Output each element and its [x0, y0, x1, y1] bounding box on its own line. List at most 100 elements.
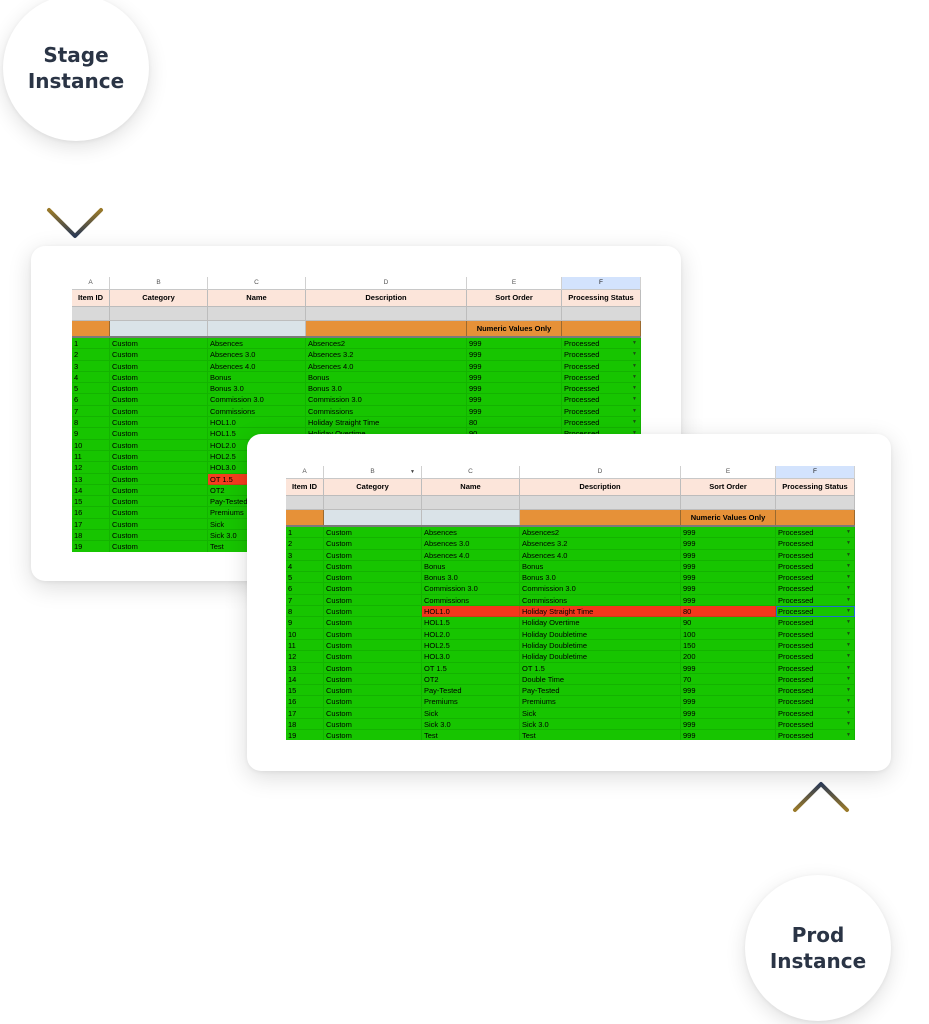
cell-item-id[interactable]: 16 [72, 507, 110, 519]
dropdown-caret-icon[interactable]: ▼ [846, 732, 851, 739]
cell-name[interactable]: Absences 4.0 [422, 549, 520, 561]
filter-cell[interactable] [72, 307, 110, 321]
filter-dropdown-icon[interactable]: ▼ [410, 469, 415, 475]
cell-description[interactable]: Bonus [520, 560, 681, 573]
cell-sort-order[interactable]: 80 [681, 606, 776, 618]
filter-cell[interactable] [467, 307, 562, 321]
cell-description[interactable]: Absences 3.2 [306, 349, 467, 361]
dropdown-caret-icon[interactable]: ▼ [846, 619, 851, 626]
cell-name[interactable]: Premiums [422, 696, 520, 708]
cell-category[interactable]: Custom [324, 583, 422, 595]
status-dropdown[interactable]: Processed▼ [562, 394, 641, 406]
cell-sort-order[interactable]: 80 [467, 417, 562, 429]
rules-cell[interactable] [520, 510, 681, 525]
dropdown-caret-icon[interactable]: ▼ [632, 396, 637, 403]
dropdown-caret-icon[interactable]: ▼ [846, 641, 851, 648]
cell-category[interactable]: Custom [324, 673, 422, 686]
dropdown-caret-icon[interactable]: ▼ [846, 562, 851, 569]
filter-cell[interactable] [520, 496, 681, 510]
cell-description[interactable]: Premiums [520, 696, 681, 708]
cell-description[interactable]: Absences 3.2 [520, 538, 681, 550]
status-dropdown[interactable]: Processed▼ [776, 651, 855, 663]
dropdown-caret-icon[interactable]: ▼ [632, 419, 637, 426]
cell-category[interactable]: Custom [110, 507, 208, 519]
cell-item-id[interactable]: 19 [286, 730, 324, 740]
cell-category[interactable]: Custom [110, 450, 208, 463]
cell-description[interactable]: Holiday Doubletime [520, 628, 681, 640]
cell-name[interactable]: Absences [422, 527, 520, 539]
cell-sort-order[interactable]: 100 [681, 628, 776, 640]
cell-description[interactable]: Sick [520, 707, 681, 720]
dropdown-caret-icon[interactable]: ▼ [846, 687, 851, 694]
rules-cell[interactable] [422, 510, 520, 525]
cell-sort-order[interactable]: 999 [681, 696, 776, 708]
cell-category[interactable]: Custom [324, 527, 422, 539]
status-dropdown[interactable]: Processed▼ [776, 707, 855, 720]
dropdown-caret-icon[interactable]: ▼ [632, 428, 637, 438]
cell-description[interactable]: Pay-Tested [520, 685, 681, 697]
cell-item-id[interactable]: 1 [286, 527, 324, 539]
cell-name[interactable]: HOL2.0 [422, 628, 520, 640]
status-dropdown[interactable]: Processed▼ [776, 549, 855, 561]
cell-sort-order[interactable]: 999 [681, 719, 776, 731]
cell-category[interactable]: Custom [110, 496, 208, 508]
status-dropdown[interactable]: Processed▼ [776, 628, 855, 640]
column-letter-a[interactable]: A [286, 466, 324, 479]
cell-item-id[interactable]: 3 [72, 360, 110, 372]
cell-item-id[interactable]: 8 [72, 417, 110, 429]
cell-sort-order[interactable]: 999 [681, 707, 776, 720]
column-letter-f[interactable]: F [776, 466, 855, 479]
cell-item-id[interactable]: 7 [72, 405, 110, 418]
cell-category[interactable]: Custom [324, 549, 422, 561]
rules-cell[interactable] [562, 321, 641, 336]
cell-sort-order[interactable]: 999 [681, 560, 776, 573]
cell-item-id[interactable]: 4 [286, 560, 324, 573]
rules-cell[interactable] [286, 510, 324, 525]
cell-category[interactable]: Custom [324, 560, 422, 573]
cell-name[interactable]: HOL1.0 [422, 606, 520, 618]
cell-category[interactable]: Custom [110, 428, 208, 440]
cell-category[interactable]: Custom [324, 685, 422, 697]
cell-name[interactable]: Sick [422, 707, 520, 720]
cell-item-id[interactable]: 6 [72, 394, 110, 406]
cell-item-id[interactable]: 2 [72, 349, 110, 361]
cell-category[interactable]: Custom [324, 617, 422, 629]
cell-item-id[interactable]: 6 [286, 583, 324, 595]
cell-item-id[interactable]: 18 [72, 530, 110, 542]
cell-sort-order[interactable]: 999 [467, 338, 562, 350]
cell-name[interactable]: Bonus [422, 560, 520, 573]
column-letter-d[interactable]: D [520, 466, 681, 479]
cell-item-id[interactable]: 5 [72, 383, 110, 395]
status-dropdown[interactable]: Processed▼ [776, 685, 855, 697]
cell-category[interactable]: Custom [110, 371, 208, 384]
cell-category[interactable]: Custom [324, 730, 422, 740]
cell-sort-order[interactable]: 999 [681, 527, 776, 539]
cell-name[interactable]: Sick 3.0 [422, 719, 520, 731]
cell-name[interactable]: OT2 [422, 673, 520, 686]
cell-sort-order[interactable]: 150 [681, 639, 776, 652]
rules-cell[interactable] [776, 510, 855, 525]
column-letter-b[interactable]: B▼ [324, 466, 422, 479]
cell-item-id[interactable]: 2 [286, 538, 324, 550]
cell-name[interactable]: Test [422, 730, 520, 740]
cell-name[interactable]: HOL1.0 [208, 417, 306, 429]
cell-description[interactable]: Absences 4.0 [306, 360, 467, 372]
cell-category[interactable]: Custom [110, 360, 208, 372]
column-letter-e[interactable]: E [467, 277, 562, 290]
dropdown-caret-icon[interactable]: ▼ [846, 664, 851, 671]
cell-sort-order[interactable]: 999 [467, 394, 562, 406]
cell-description[interactable]: Commissions [520, 594, 681, 607]
